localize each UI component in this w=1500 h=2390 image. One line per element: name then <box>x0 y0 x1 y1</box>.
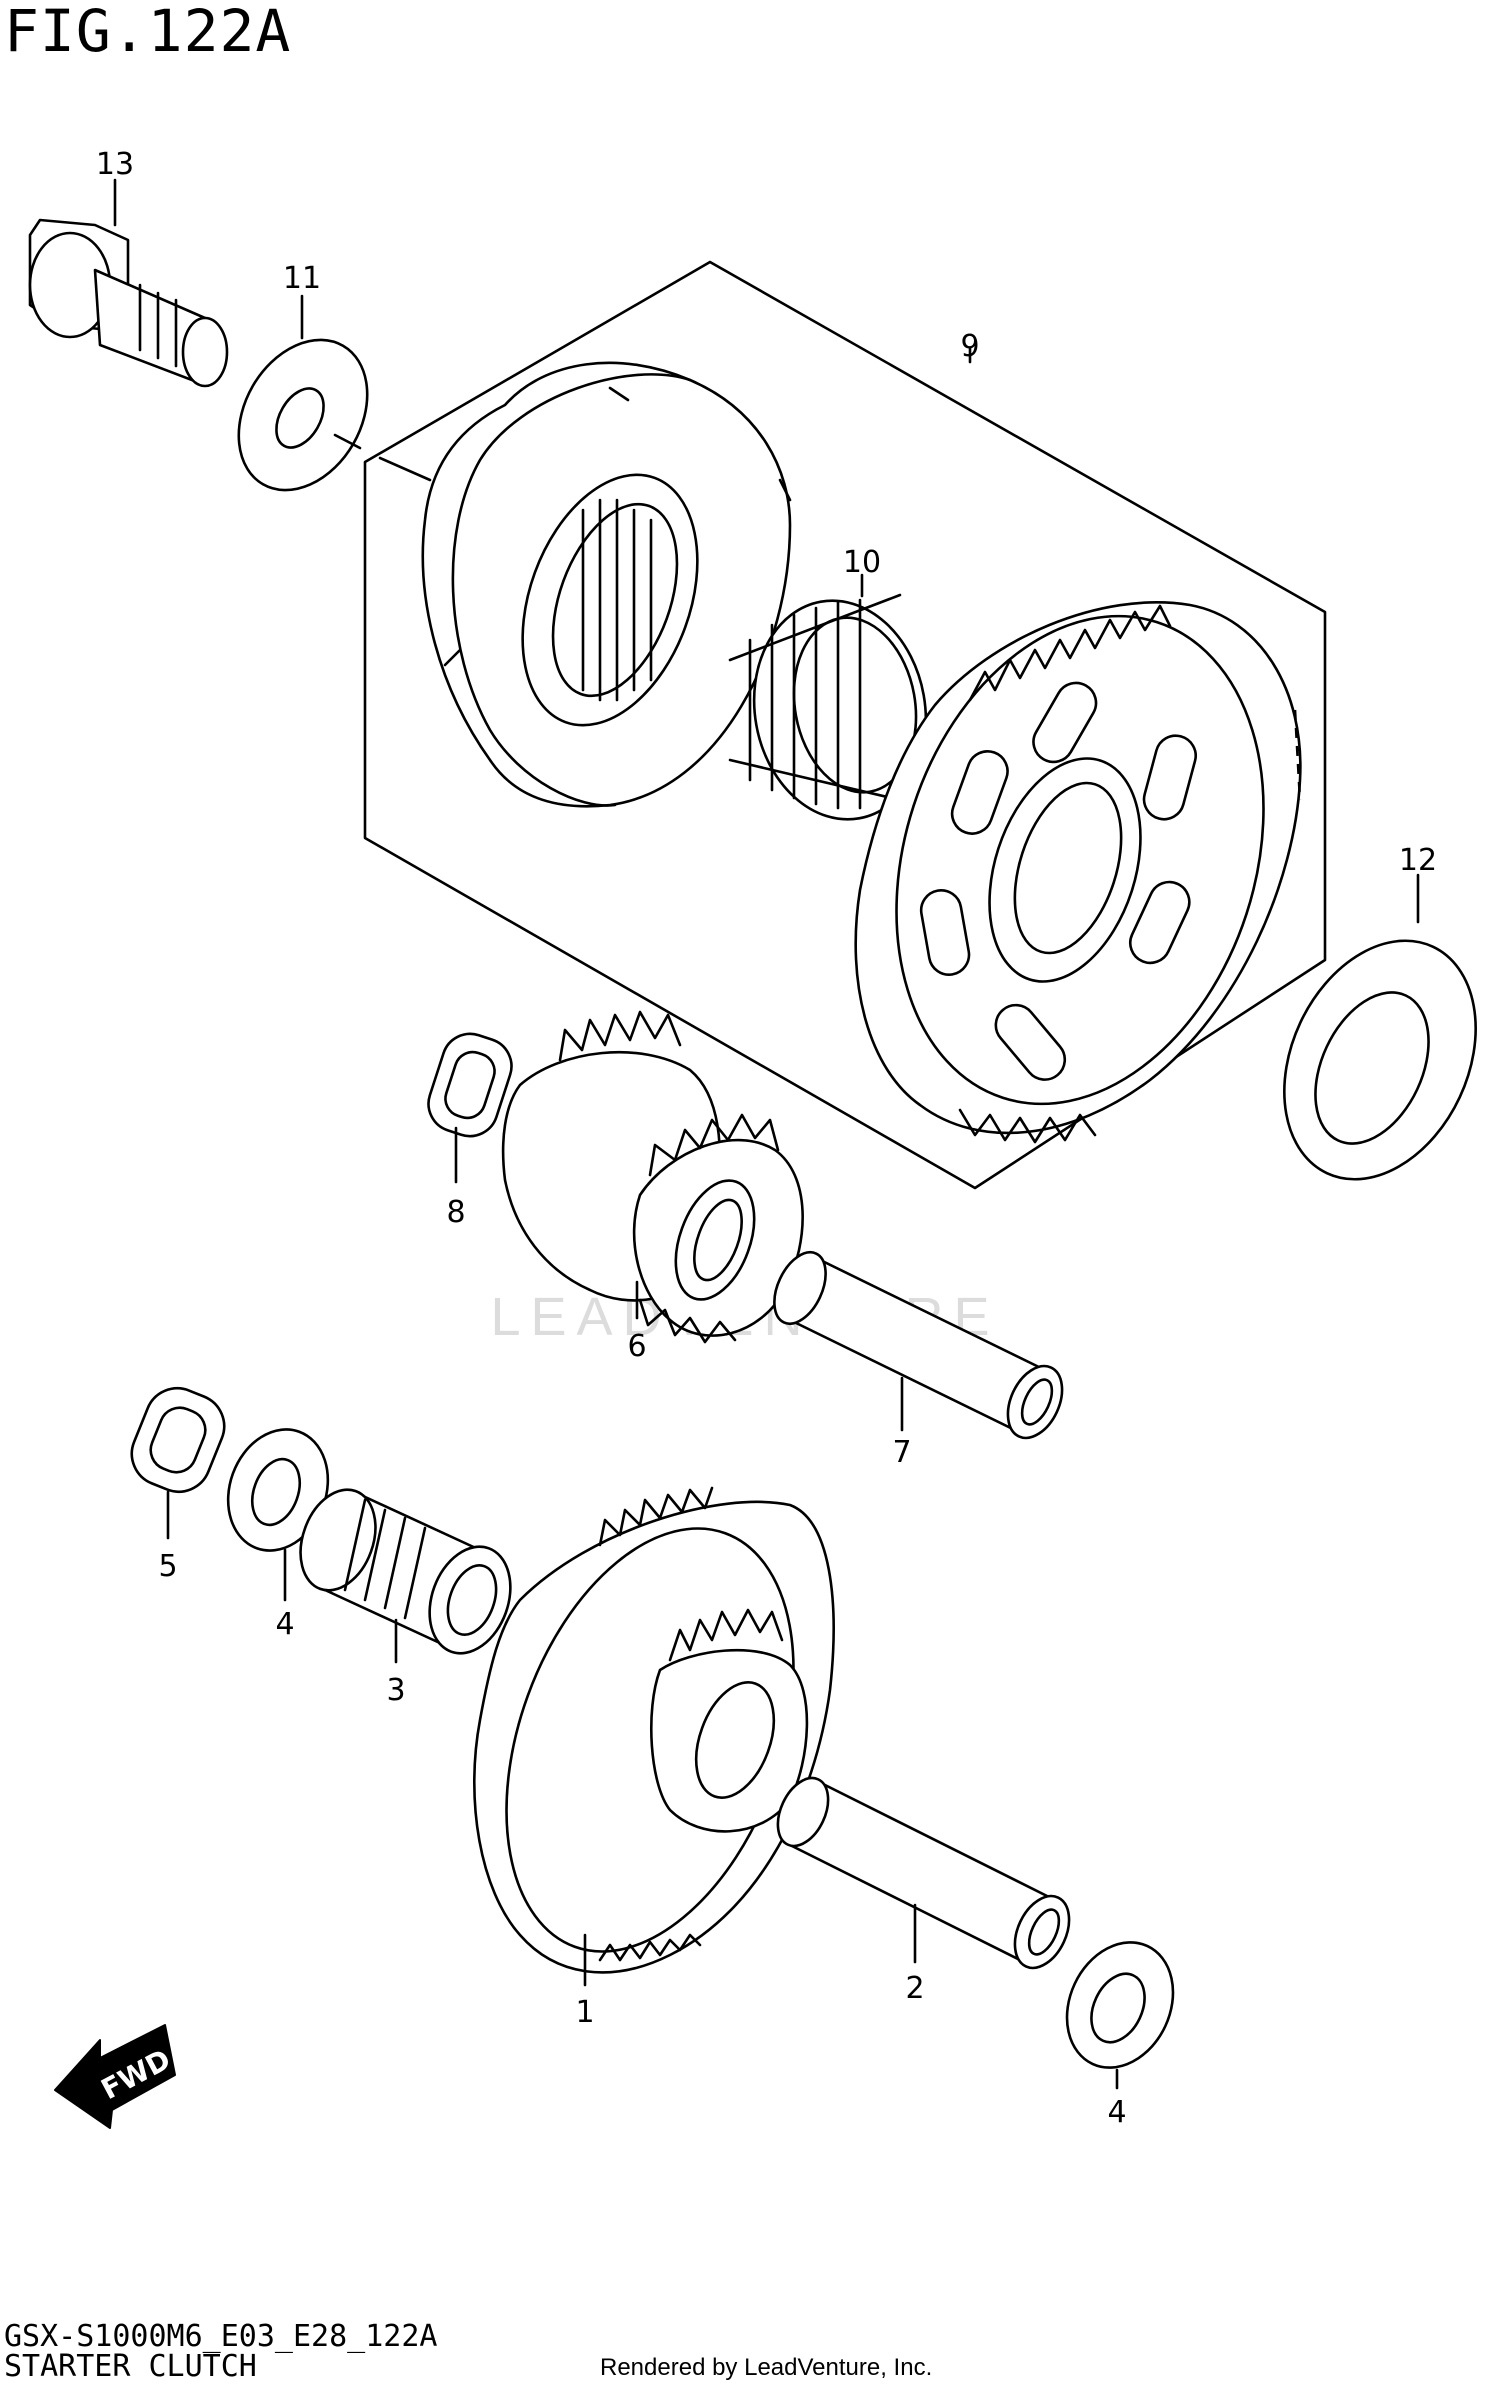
part-12-washer[interactable] <box>1247 910 1500 1211</box>
callout-11: 11 <box>283 261 321 296</box>
section-description: STARTER CLUTCH <box>4 2349 257 2384</box>
callout-4-upper: 4 <box>275 1607 294 1642</box>
render-credit: Rendered by LeadVenture, Inc. <box>600 2354 933 2381</box>
callout-8: 8 <box>446 1195 465 1230</box>
leader-lines <box>113 178 1420 2090</box>
part-11-washer[interactable] <box>213 317 432 514</box>
part-4-washer-upper[interactable] <box>212 1415 345 1564</box>
callout-9: 9 <box>960 329 979 364</box>
model-code: GSX-S1000M6_E03_E28_122A <box>4 2319 438 2354</box>
callout-1: 1 <box>575 1995 594 2030</box>
callout-12: 12 <box>1399 843 1437 878</box>
part-4-washer-lower[interactable] <box>1047 1925 1193 2085</box>
callout-3: 3 <box>386 1673 405 1708</box>
part-2-shaft[interactable] <box>768 1770 1080 1977</box>
callout-5: 5 <box>158 1549 177 1584</box>
part-7-shaft[interactable] <box>764 1244 1073 1446</box>
callout-13: 13 <box>96 147 134 182</box>
fwd-arrow-icon: FWD <box>54 2024 176 2129</box>
part-3-needle-bearing[interactable] <box>287 1479 524 1665</box>
callout-2: 2 <box>905 1971 924 2006</box>
callout-4-lower: 4 <box>1107 2095 1126 2130</box>
callout-10: 10 <box>843 545 881 580</box>
callout-7: 7 <box>892 1435 911 1470</box>
part-1-gear[interactable] <box>453 1486 848 1991</box>
part-13-bolt[interactable] <box>28 218 229 388</box>
callout-6: 6 <box>627 1329 646 1364</box>
part-5-washer[interactable] <box>122 1379 234 1502</box>
part-8-washer[interactable] <box>421 1027 518 1144</box>
figure-title: FIG.122A <box>4 0 292 65</box>
part-6-idle-gear[interactable] <box>501 1010 804 1344</box>
part-9-clutch-assembly[interactable] <box>363 260 1327 1190</box>
part-10-needle-bearing[interactable] <box>728 587 943 833</box>
